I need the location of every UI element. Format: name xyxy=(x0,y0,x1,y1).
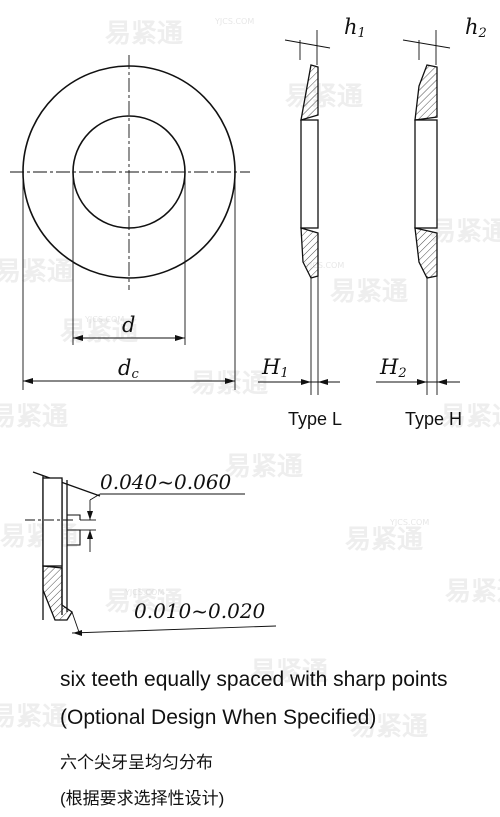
leader-lower xyxy=(71,625,277,634)
type-h-body xyxy=(414,119,438,229)
washer-top-view xyxy=(10,55,250,290)
watermark: 易紧通 xyxy=(0,702,68,732)
type-h-section xyxy=(402,30,451,395)
watermark: 易紧通 xyxy=(105,587,183,617)
dimension-d xyxy=(72,172,186,345)
watermark: 易紧通 xyxy=(0,257,73,287)
label-H2: H2 xyxy=(379,355,407,381)
note-six-teeth: six teeth equally spaced with sharp poin… xyxy=(60,668,448,691)
watermark-url: YJCS.COM xyxy=(304,261,344,270)
label-type-h: Type H xyxy=(405,409,462,429)
note-optional-design: (Optional Design When Specified) xyxy=(60,706,377,729)
detail-lower-hatch xyxy=(42,565,73,621)
dimension-dc xyxy=(22,172,236,390)
note-chinese-optional: (根据要求选择性设计) xyxy=(60,789,225,808)
watermark-url: YJCS.COM xyxy=(389,518,429,527)
label-type-l: Type L xyxy=(288,409,342,429)
watermark-url: YJCS.COM xyxy=(84,315,124,324)
label-H1: H1 xyxy=(261,355,289,381)
tolerance-upper: 0.040~0.060 xyxy=(100,470,232,494)
watermark: 易紧通 xyxy=(445,577,500,607)
watermark: 易紧通 xyxy=(250,657,328,687)
watermark: 易紧通 xyxy=(0,522,78,552)
watermark: 易紧通 xyxy=(285,82,363,112)
watermark: 易紧通 xyxy=(0,402,68,432)
type-h-upper-hatch xyxy=(414,64,438,121)
watermark: 易紧通 xyxy=(225,452,303,482)
type-l-upper-hatch xyxy=(300,64,319,121)
note-chinese-teeth: 六个尖牙呈均匀分布 xyxy=(60,753,213,772)
watermark: 易紧通 xyxy=(430,217,500,247)
watermark: 易紧通 xyxy=(190,369,268,399)
watermark-url: YJCS.COM xyxy=(124,588,164,597)
type-l-section xyxy=(284,30,331,395)
watermark: 易紧通 xyxy=(440,402,500,432)
type-l-lower-hatch xyxy=(300,227,319,279)
type-h-lower-hatch xyxy=(414,227,438,279)
detail-body xyxy=(42,477,63,567)
watermark: 易紧通 xyxy=(105,19,183,49)
label-h2: h2 xyxy=(465,15,487,41)
type-l-body xyxy=(300,119,319,229)
dimension-h1-height xyxy=(258,379,340,385)
watermark: 易紧通 xyxy=(345,525,423,555)
watermark: 易紧通 xyxy=(330,277,408,307)
watermark: 易紧通 xyxy=(350,712,428,742)
label-d: d xyxy=(122,313,135,337)
dimension-h2-height xyxy=(376,379,460,385)
watermark-url: YJCS.COM xyxy=(214,17,254,26)
label-dc: dc xyxy=(118,356,139,382)
label-h1: h1 xyxy=(344,15,366,41)
tolerance-lower: 0.010~0.020 xyxy=(134,599,266,623)
teeth-detail-view xyxy=(25,471,277,636)
